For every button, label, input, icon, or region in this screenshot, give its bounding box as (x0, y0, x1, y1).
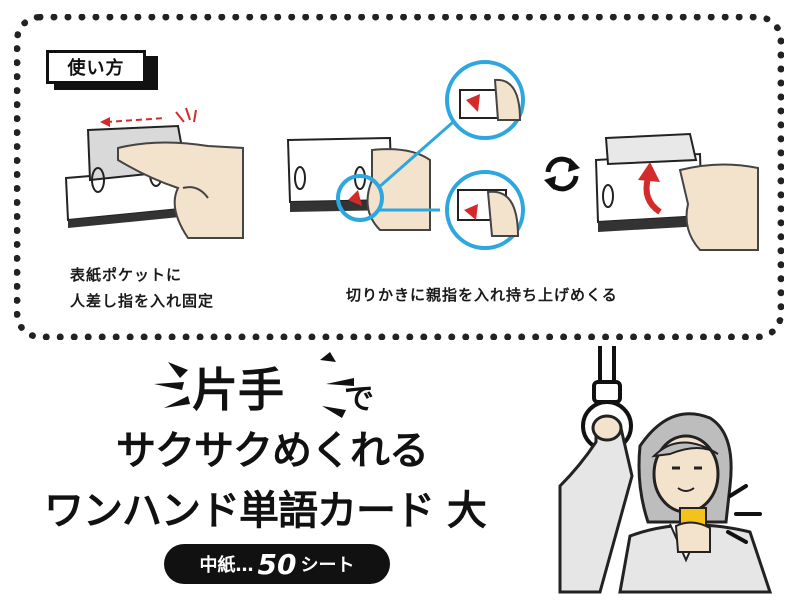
connector-lines (377, 114, 461, 212)
word-card-icon (674, 507, 711, 553)
motion-lines-icon (726, 484, 762, 544)
caption-left-line1: 表紙ポケットに (70, 266, 183, 284)
sparkle-right-icon (320, 352, 354, 418)
arrow-left-icon (100, 117, 167, 127)
raised-arm (558, 414, 634, 594)
sheet-count-badge: 中紙… 50 シート (164, 544, 390, 584)
headline-line3: ワンハンド単語カード 大 (44, 488, 487, 534)
hand-icon (678, 163, 759, 251)
caption-left-line2: 人差し指を入れ固定 (70, 292, 215, 310)
sparkle-accents (154, 352, 354, 418)
arrow-up-curved-icon (638, 162, 662, 215)
step3-illustration (594, 132, 759, 251)
step1-illustration (64, 107, 244, 239)
headline-line2: サクサクめくれる (116, 428, 429, 474)
caption-right: 切りかきに親指を入れ持ち上げめくる (346, 286, 618, 304)
sparkle-left-icon (154, 362, 190, 408)
pill-prefix: 中紙… (199, 555, 254, 576)
step2-illustration (286, 60, 525, 250)
motion-lines-icon (175, 107, 197, 123)
headline-emphasis: 片手 (192, 363, 284, 417)
zoom-circle-bottom (445, 170, 525, 250)
howto-badge-label: 使い方 (46, 50, 146, 84)
howto-panel (14, 14, 784, 340)
pill-suffix: シート (300, 555, 355, 576)
ring-icon (602, 184, 614, 208)
zoom-circle-notch (336, 174, 384, 222)
commuter-illustration (558, 346, 773, 594)
hand-icon (117, 141, 244, 239)
cycle-arrows-icon (544, 156, 580, 192)
woman-head (637, 412, 733, 524)
howto-badge: 使い方 (46, 50, 158, 90)
headline-de: で (344, 382, 374, 417)
hand-icon (366, 148, 431, 231)
pill-count: 50 (257, 547, 297, 581)
zoom-circle-top (445, 60, 525, 140)
